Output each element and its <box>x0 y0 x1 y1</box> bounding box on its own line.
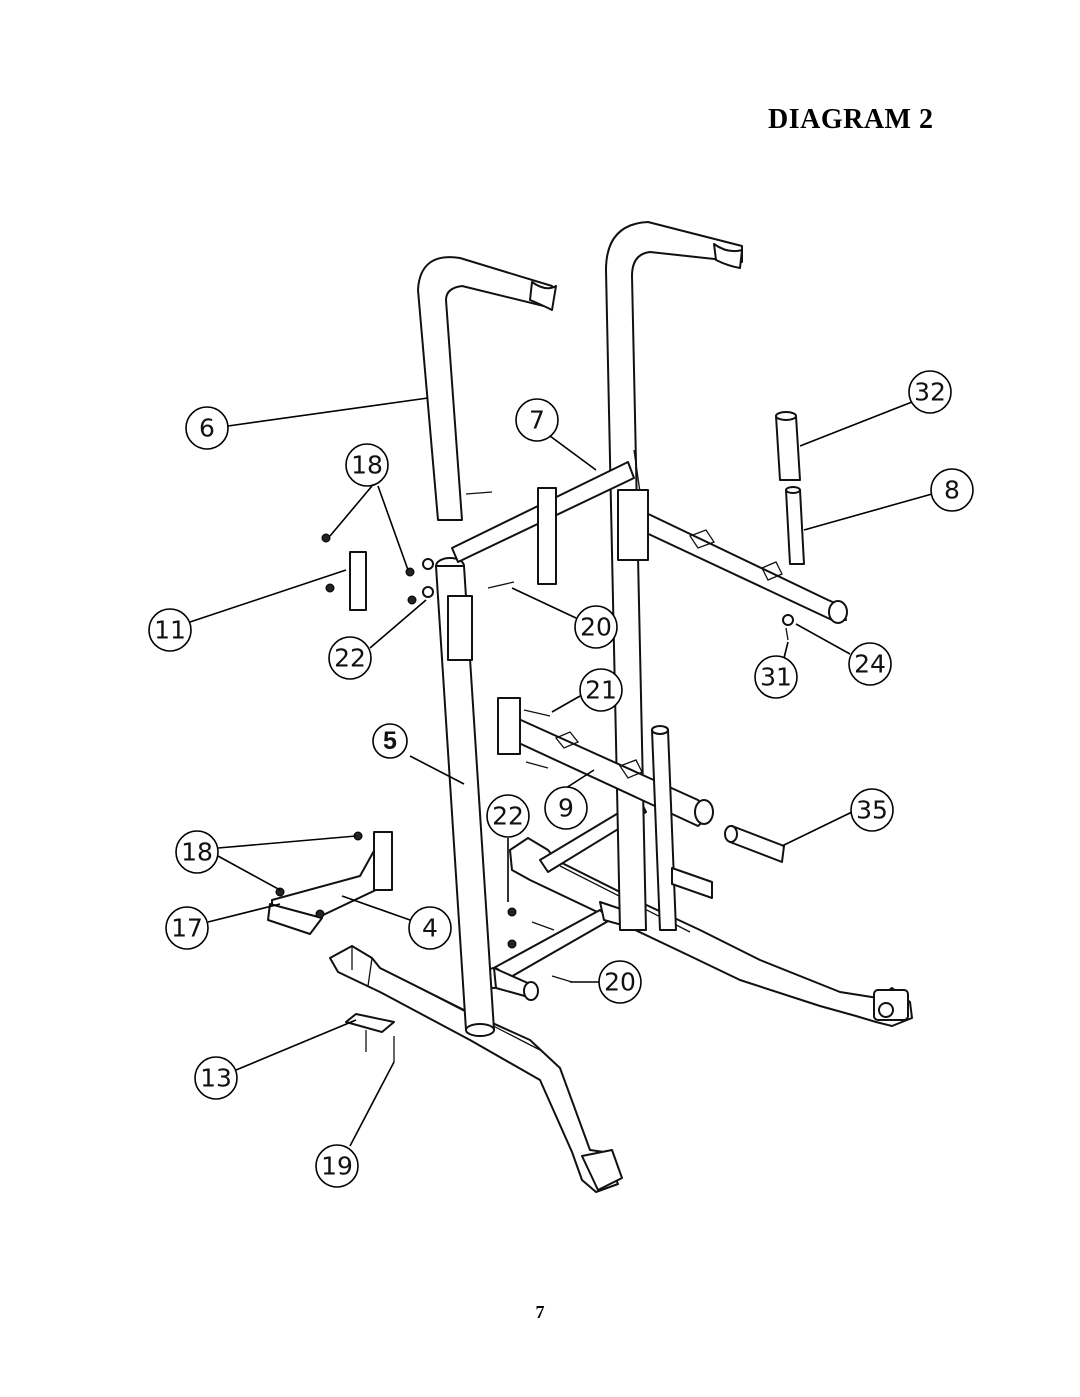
callout-7: 7 <box>515 398 559 442</box>
callout-31: 31 <box>754 655 798 699</box>
callout-11: 11 <box>148 608 192 652</box>
callout-24-label: 24 <box>854 650 886 679</box>
callout-20-upper-label: 20 <box>580 613 612 642</box>
callout-18-upper-label: 18 <box>351 451 383 480</box>
front-base-frame <box>329 945 623 1193</box>
callout-35-label: 35 <box>856 796 888 825</box>
callout-17: 17 <box>165 906 209 950</box>
callout-5-label: 5 <box>383 727 397 755</box>
callout-22-lower-label: 22 <box>492 802 524 831</box>
callout-19: 19 <box>315 1144 359 1188</box>
diagram-title: DIAGRAM 2 <box>768 104 934 135</box>
callout-32-label: 32 <box>914 378 946 407</box>
callout-20-lower-label: 20 <box>604 968 636 997</box>
callout-5: 5 <box>372 723 408 759</box>
callout-24: 24 <box>848 642 892 686</box>
plates <box>345 551 395 1033</box>
callout-35: 35 <box>850 788 894 832</box>
callout-8-label: 8 <box>944 476 960 505</box>
page-number: 7 <box>535 1302 545 1322</box>
callout-4-label: 4 <box>422 914 438 943</box>
callout-21: 21 <box>579 668 623 712</box>
callout-11-label: 11 <box>154 616 186 645</box>
nuts-and-washers <box>275 533 794 949</box>
bolts <box>365 491 789 1062</box>
right-upright-7 <box>605 221 743 931</box>
callout-13: 13 <box>194 1056 238 1100</box>
callout-4: 4 <box>408 906 452 950</box>
middle-bar-9 <box>497 697 714 931</box>
weight-horn-bar-upper <box>617 489 848 624</box>
callout-6-label: 6 <box>199 414 215 443</box>
callout-19-label: 19 <box>321 1152 353 1181</box>
callout-22-upper: 22 <box>328 636 372 680</box>
leader-lines <box>189 397 933 1147</box>
callout-31-label: 31 <box>760 663 792 692</box>
left-upright-5 <box>417 256 557 1037</box>
callout-9-label: 9 <box>558 794 574 823</box>
callout-6: 6 <box>185 406 229 450</box>
callout-18-lower-label: 18 <box>181 838 213 867</box>
callout-21-label: 21 <box>585 676 617 705</box>
callout-32: 32 <box>908 370 952 414</box>
callout-22-upper-label: 22 <box>334 644 366 673</box>
callout-20-lower: 20 <box>598 960 642 1004</box>
callout-18-lower: 18 <box>175 830 219 874</box>
loose-pegs <box>671 411 805 899</box>
callout-7-label: 7 <box>529 406 545 435</box>
callout-17-label: 17 <box>171 914 203 943</box>
callout-8: 8 <box>930 468 974 512</box>
callout-9: 9 <box>544 786 588 830</box>
bracket-4 <box>267 831 393 935</box>
callout-18-upper: 18 <box>345 443 389 487</box>
callout-20-upper: 20 <box>574 605 618 649</box>
top-crossbar <box>451 461 635 585</box>
callout-13-label: 13 <box>200 1064 232 1093</box>
callout-22-lower: 22 <box>486 794 530 838</box>
